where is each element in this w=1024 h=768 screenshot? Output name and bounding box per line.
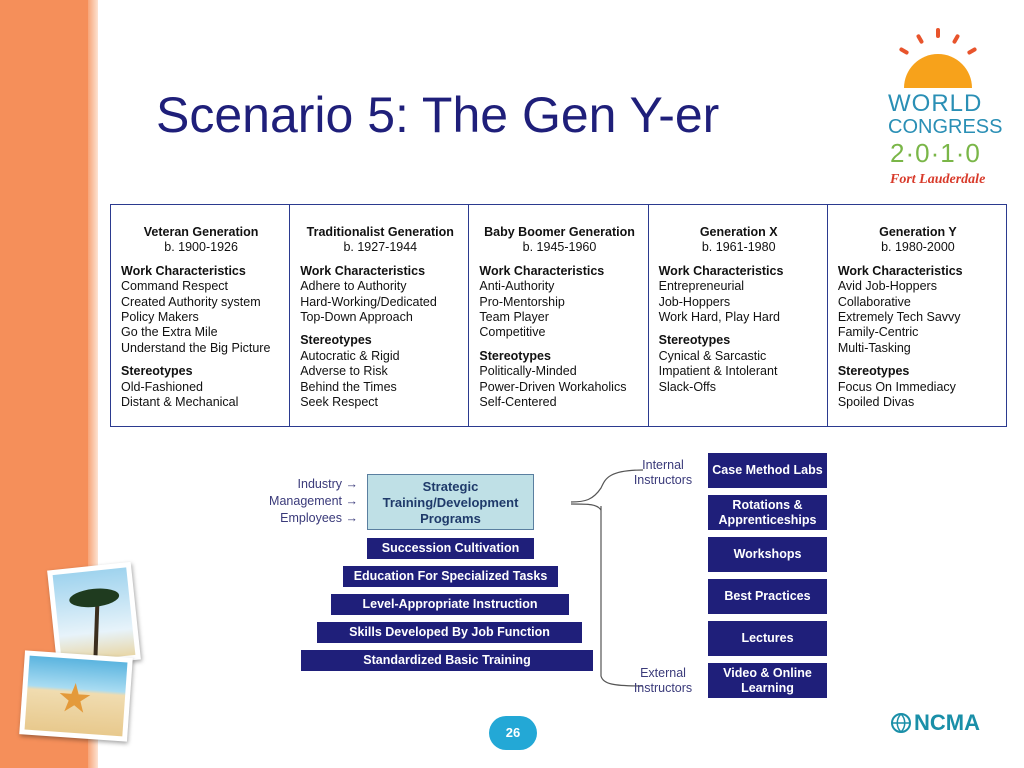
slide-title: Scenario 5: The Gen Y-er	[156, 87, 720, 143]
method-case-method-labs: Case Method Labs	[708, 453, 827, 488]
method-rotations: Rotations & Apprenticeships	[708, 495, 827, 530]
generation-column: Generation Y b. 1980-2000 Work Character…	[837, 225, 963, 410]
generation-column: Generation X b. 1961-1980 Work Character…	[649, 205, 828, 426]
arrow-right-icon: →	[345, 494, 359, 508]
pyramid-bar-standardized: Standardized Basic Training	[301, 650, 593, 671]
internal-instructors-label: Internal Instructors	[633, 458, 693, 487]
pyramid-bar-level: Level-Appropriate Instruction	[331, 594, 569, 615]
globe-icon	[891, 713, 911, 733]
arrow-right-icon: →	[345, 511, 359, 525]
world-congress-logo: WORLD CONGRESS 2·0·1·0 Fort Lauderdale	[884, 20, 1004, 200]
pyramid-bar-skills: Skills Developed By Job Function	[317, 622, 582, 643]
method-video-online: Video & Online Learning	[708, 663, 827, 698]
input-label-industry: Industry →	[297, 477, 359, 491]
starfish-beach-photo: ★	[19, 650, 133, 742]
orange-strip-edge	[88, 0, 98, 768]
method-workshops: Workshops	[708, 537, 827, 572]
arrow-right-icon: →	[345, 477, 359, 491]
pyramid-bar-education: Education For Specialized Tasks	[343, 566, 558, 587]
strategic-programs-box: Strategic Training/Development Programs	[367, 474, 534, 530]
input-label-management: Management →	[269, 494, 358, 508]
sun-icon	[904, 54, 972, 88]
input-label-employees: Employees →	[280, 511, 358, 525]
bracket-connector	[570, 469, 644, 687]
generation-table: Veteran Generation b. 1900-1926 Work Cha…	[110, 204, 1007, 427]
generation-column: Veteran Generation b. 1900-1926 Work Cha…	[111, 205, 291, 426]
method-best-practices: Best Practices	[708, 579, 827, 614]
page-number-badge: 26	[489, 716, 537, 750]
pyramid-bar-succession: Succession Cultivation	[367, 538, 534, 559]
method-lectures: Lectures	[708, 621, 827, 656]
ncma-logo: NCMA	[890, 710, 1000, 738]
generation-column: Traditionalist Generation b. 1927-1944 W…	[290, 205, 470, 426]
generation-column: Baby Boomer Generation b. 1945-1960 Work…	[469, 205, 649, 426]
external-instructors-label: External Instructors	[633, 666, 693, 695]
